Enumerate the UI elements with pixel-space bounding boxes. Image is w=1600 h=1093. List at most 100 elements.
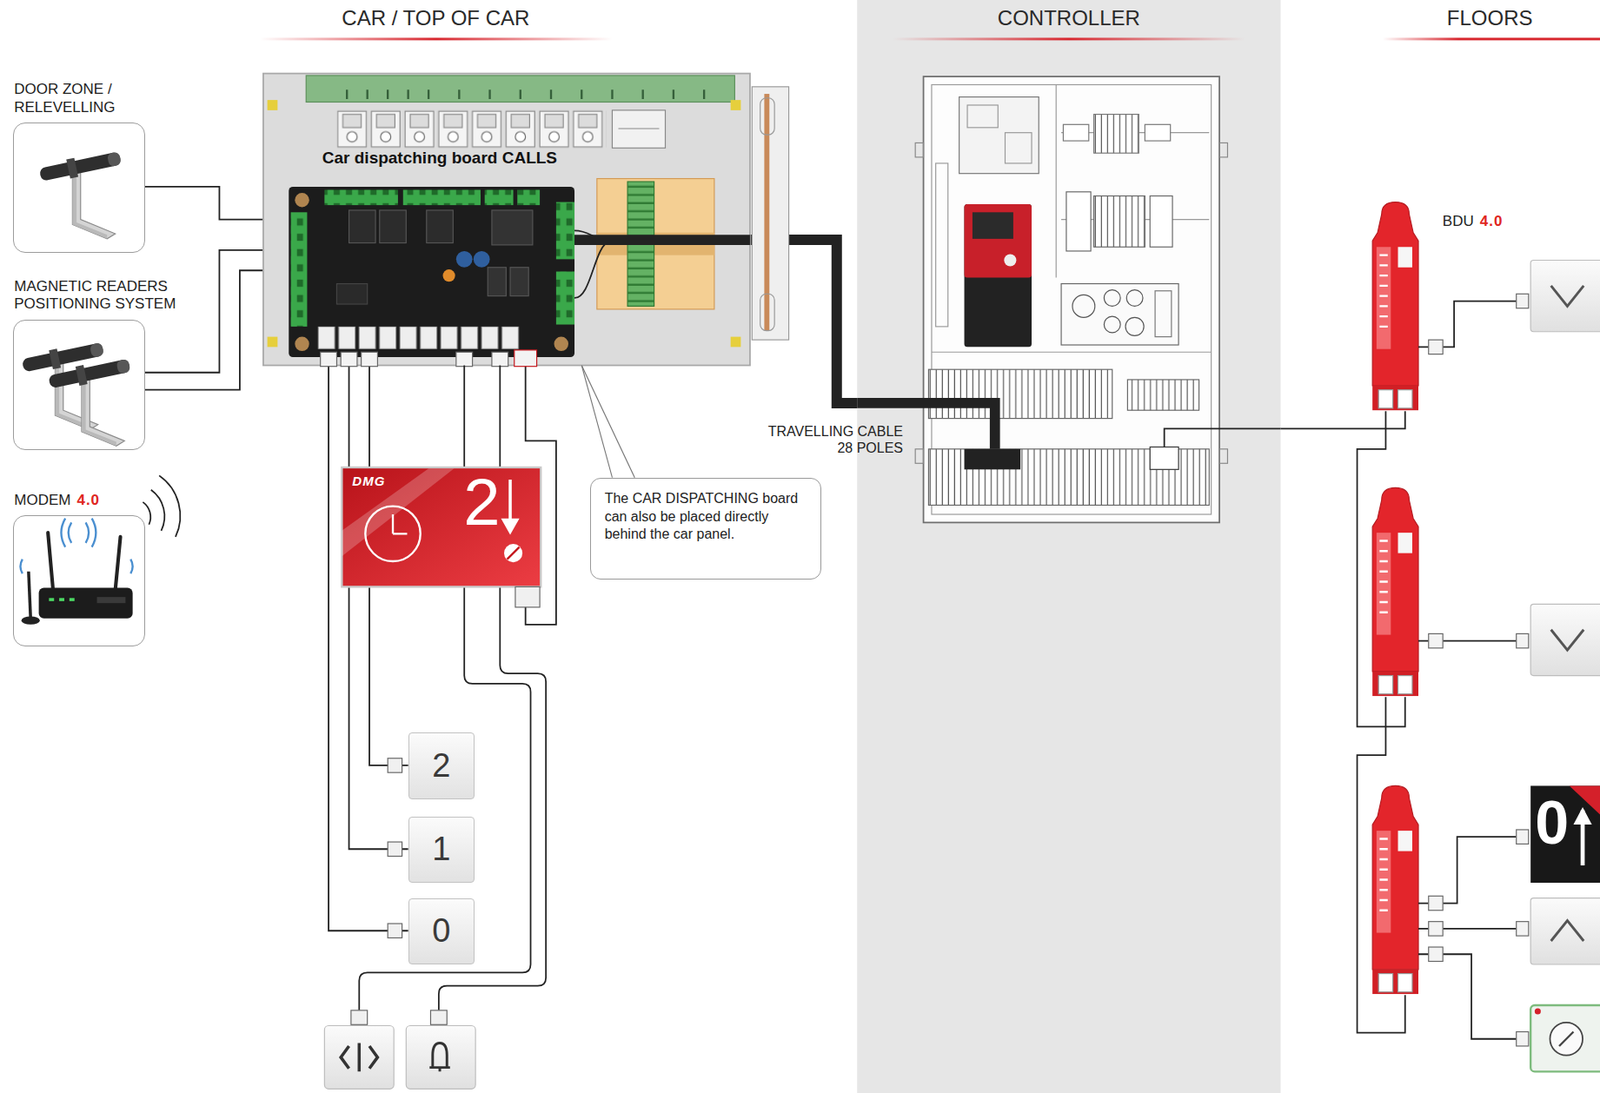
text-holder: Car dispatching board CALLS	[318, 148, 562, 168]
circuit-board	[336, 284, 367, 305]
travelling-cable	[574, 234, 751, 246]
text-holder: BDU4.0	[1442, 212, 1504, 231]
car-call-button: 1	[408, 816, 475, 883]
controller-cabinet	[1149, 446, 1179, 470]
wire-plug	[340, 351, 358, 366]
text-holder: CONTROLLER	[856, 6, 1281, 31]
alarm-button	[429, 1042, 450, 1072]
car-display	[507, 547, 520, 560]
circuit-board	[379, 210, 407, 244]
car-display	[341, 467, 541, 587]
circuit-board	[456, 251, 473, 268]
floor-display-panel	[1530, 785, 1600, 883]
landing-call-button	[1530, 898, 1600, 965]
landing-call-button	[1530, 260, 1600, 965]
car-top-plate	[346, 89, 704, 100]
controller-cabinet	[1103, 290, 1121, 307]
controller-cabinet	[1061, 284, 1179, 346]
key-switch	[1530, 1005, 1600, 1072]
wire-plug	[351, 1010, 368, 1025]
bdu-unit	[1372, 785, 1419, 995]
floor-display-panel	[1573, 807, 1592, 825]
controller-cabinet	[1004, 132, 1032, 164]
car-call-button: 2	[408, 732, 475, 799]
text-holder: 0	[1534, 792, 1569, 854]
wire-plug	[320, 350, 538, 367]
wire-plug	[1516, 633, 1529, 648]
section-heading: FLOORS	[1447, 6, 1534, 31]
text-holder: 0	[409, 899, 474, 964]
controller-ground	[856, 0, 1281, 1093]
wire-plug	[491, 351, 509, 366]
modem-router	[19, 518, 133, 625]
modem-box: MODEM4.0	[13, 515, 145, 646]
wire-plug	[1428, 633, 1443, 648]
car-top-plate	[763, 93, 770, 332]
bdu-unit	[1372, 202, 1419, 412]
text-holder: MAGNETIC READERS POSITIONING SYSTEM	[13, 278, 201, 314]
sensor-box: MAGNETIC READERS POSITIONING SYSTEM	[13, 319, 145, 451]
circuit-board	[487, 267, 506, 297]
car-top-plate	[760, 293, 775, 331]
circuit-board	[288, 186, 575, 358]
controller-cabinet	[1072, 294, 1096, 318]
circuit-board	[316, 326, 521, 350]
wire-plug	[1516, 293, 1529, 308]
display-text: 2	[463, 469, 500, 536]
controller-cabinet	[931, 84, 1212, 352]
unit-label: BDU	[1442, 212, 1474, 230]
controller-cabinet	[1149, 196, 1173, 248]
controller-cabinet	[1126, 290, 1143, 307]
car-top-plate	[618, 127, 660, 129]
wire-plug	[320, 351, 338, 366]
circuit-board	[294, 192, 309, 207]
wire-plug	[361, 351, 379, 366]
controller-cabinet	[928, 369, 1112, 419]
car-top-plate	[336, 110, 606, 148]
heading-underline	[259, 37, 612, 40]
wire-plug	[1428, 947, 1443, 962]
key-switch	[1530, 1005, 1600, 1072]
controller-cabinet	[1062, 124, 1089, 141]
text-holder: 1	[409, 817, 474, 883]
wire	[1357, 411, 1406, 727]
sensor-box: DOOR ZONE / RELEVELLING	[13, 122, 145, 253]
button-label: 0	[431, 912, 451, 950]
car-display	[515, 586, 540, 607]
door-open-button	[324, 1025, 394, 1089]
circuit-board	[443, 269, 456, 282]
modem-router	[48, 597, 54, 602]
box-heading: DOOR ZONE / RELEVELLING	[13, 80, 115, 115]
key-switch	[1549, 1022, 1583, 1056]
text-holder: DMG2	[341, 467, 541, 587]
controller-cabinet	[964, 204, 1032, 279]
controller-cabinet	[923, 76, 1220, 523]
car-top-plate	[267, 337, 279, 348]
wire-plug	[456, 351, 473, 366]
controller-cabinet	[936, 163, 949, 327]
wire	[1164, 428, 1282, 447]
controller-cabinet	[915, 76, 1228, 523]
controller-cabinet	[1094, 196, 1146, 248]
key-switch	[1534, 1009, 1541, 1016]
controller-cabinet	[1003, 253, 1016, 266]
circuit-board	[291, 212, 308, 327]
modem-router	[69, 597, 75, 602]
controller-cabinet	[1144, 124, 1170, 141]
circuit-board	[473, 251, 491, 268]
text-holder: DOOR ZONE / RELEVELLING	[13, 80, 145, 117]
controller-cabinet	[1219, 142, 1228, 157]
controller-cabinet	[972, 212, 1014, 240]
text-holder: MODEM4.0	[13, 491, 100, 510]
bdu-unit	[1372, 202, 1419, 995]
heading-underline	[892, 37, 1245, 40]
modem-router	[59, 597, 65, 602]
magnetic-reader-sensor	[47, 355, 133, 446]
car-display	[341, 467, 541, 608]
circuit-board	[288, 186, 575, 358]
car-top-plate	[267, 99, 279, 111]
controller-cabinet	[964, 449, 1022, 470]
travelling-cable	[574, 230, 751, 299]
car-top-plate	[730, 337, 742, 348]
